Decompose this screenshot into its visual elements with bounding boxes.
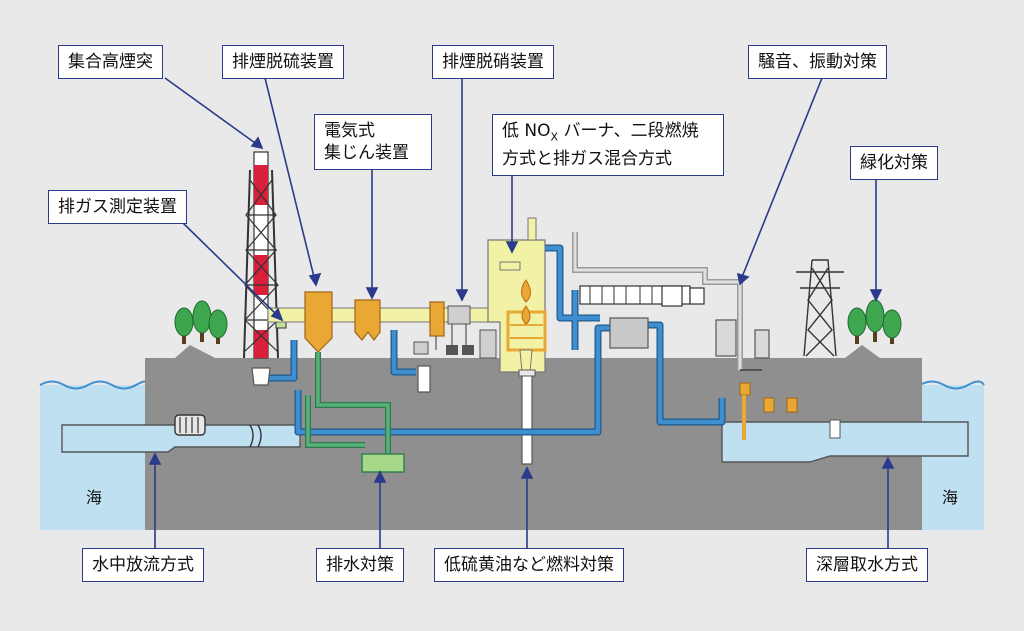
label-underwater-discharge: 水中放流方式 (82, 548, 204, 582)
esp-line-1: 電気式 (324, 121, 375, 141)
wave-right (919, 380, 985, 390)
water-pipes (262, 244, 726, 436)
label-flue-gas-desulfurizer: 排煙脱硫装置 (222, 45, 344, 79)
discharge-outlet (174, 414, 262, 448)
label-deep-water-intake: 深層取水方式 (806, 548, 928, 582)
sea-left (40, 385, 148, 530)
trees-left (174, 300, 228, 344)
sea-label-right: 海 (942, 488, 959, 507)
boiler (487, 239, 546, 373)
ground (145, 345, 922, 530)
turbine-hall (572, 232, 770, 371)
label-fuel-measures: 低硫黄油など燃料対策 (434, 548, 624, 582)
wastewater-tank (361, 453, 405, 473)
desulfurizer (304, 291, 333, 353)
burner-line-1: 低 NOX バーナ、二段燃焼 (502, 120, 714, 148)
burner-line-1-pre: 低 NO (502, 121, 551, 141)
chimney (243, 151, 279, 359)
esp-line-2: 集じん装置 (324, 143, 409, 163)
wave-left (39, 380, 149, 390)
label-noise-vibration: 騒音、振動対策 (748, 45, 887, 79)
label-electrostatic-precipitator: 電気式 集じん装置 (314, 114, 432, 170)
burner-line-2: 方式と排ガス混合方式 (502, 149, 672, 170)
denitration-unit (429, 301, 445, 337)
label-flue-gas-denitration: 排煙脱硝装置 (432, 45, 554, 79)
label-low-nox-burner: 低 NOX バーナ、二段燃焼 方式と排ガス混合方式 (492, 114, 724, 177)
trees-right (847, 299, 902, 344)
fuel-column (521, 371, 533, 465)
label-greening: 緑化対策 (850, 146, 938, 180)
drain-pipes (305, 352, 391, 458)
burner-block (506, 279, 547, 373)
leader-lines (148, 77, 895, 548)
transmission-tower (796, 259, 844, 357)
burner-line-1-post: バーナ、二段燃焼 (558, 121, 699, 141)
label-integrated-stack: 集合高煙突 (58, 45, 163, 79)
label-exhaust-gas-measurement: 排ガス測定装置 (48, 190, 187, 224)
burner-line-1-sub: X (550, 130, 559, 144)
intake-pumps (739, 382, 841, 440)
label-wastewater-measures: 排水対策 (316, 548, 404, 582)
precipitator (354, 299, 381, 341)
intake-channel (721, 421, 969, 463)
sea-label-left: 海 (86, 488, 103, 507)
sea-right (920, 385, 984, 530)
